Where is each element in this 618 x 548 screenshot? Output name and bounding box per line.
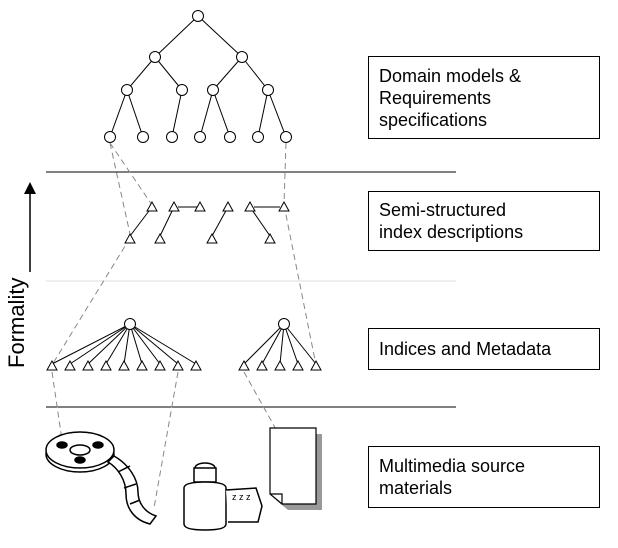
film-reel-icon <box>45 431 115 473</box>
semi-structured-label: Semi-structured index descriptions <box>368 191 600 251</box>
formality-axis-label: Formality <box>4 277 29 368</box>
indices-fan-left <box>46 318 202 371</box>
semi-structured-fragments <box>124 200 290 244</box>
indices-fan-right <box>238 318 322 371</box>
multimedia-source-label: Multimedia source materials <box>368 446 600 508</box>
svg-text:z z z: z z z <box>232 492 251 502</box>
domain-model-tree <box>104 10 292 143</box>
domain-models-label: Domain models & Requirements specificati… <box>368 56 600 139</box>
dashed-connectors-upper <box>51 142 317 366</box>
indices-metadata-label: Indices and Metadata <box>368 328 600 370</box>
camera-canister-icon: z z z <box>183 462 263 531</box>
film-strip-icon <box>106 455 158 525</box>
document-page-icon <box>269 427 322 510</box>
